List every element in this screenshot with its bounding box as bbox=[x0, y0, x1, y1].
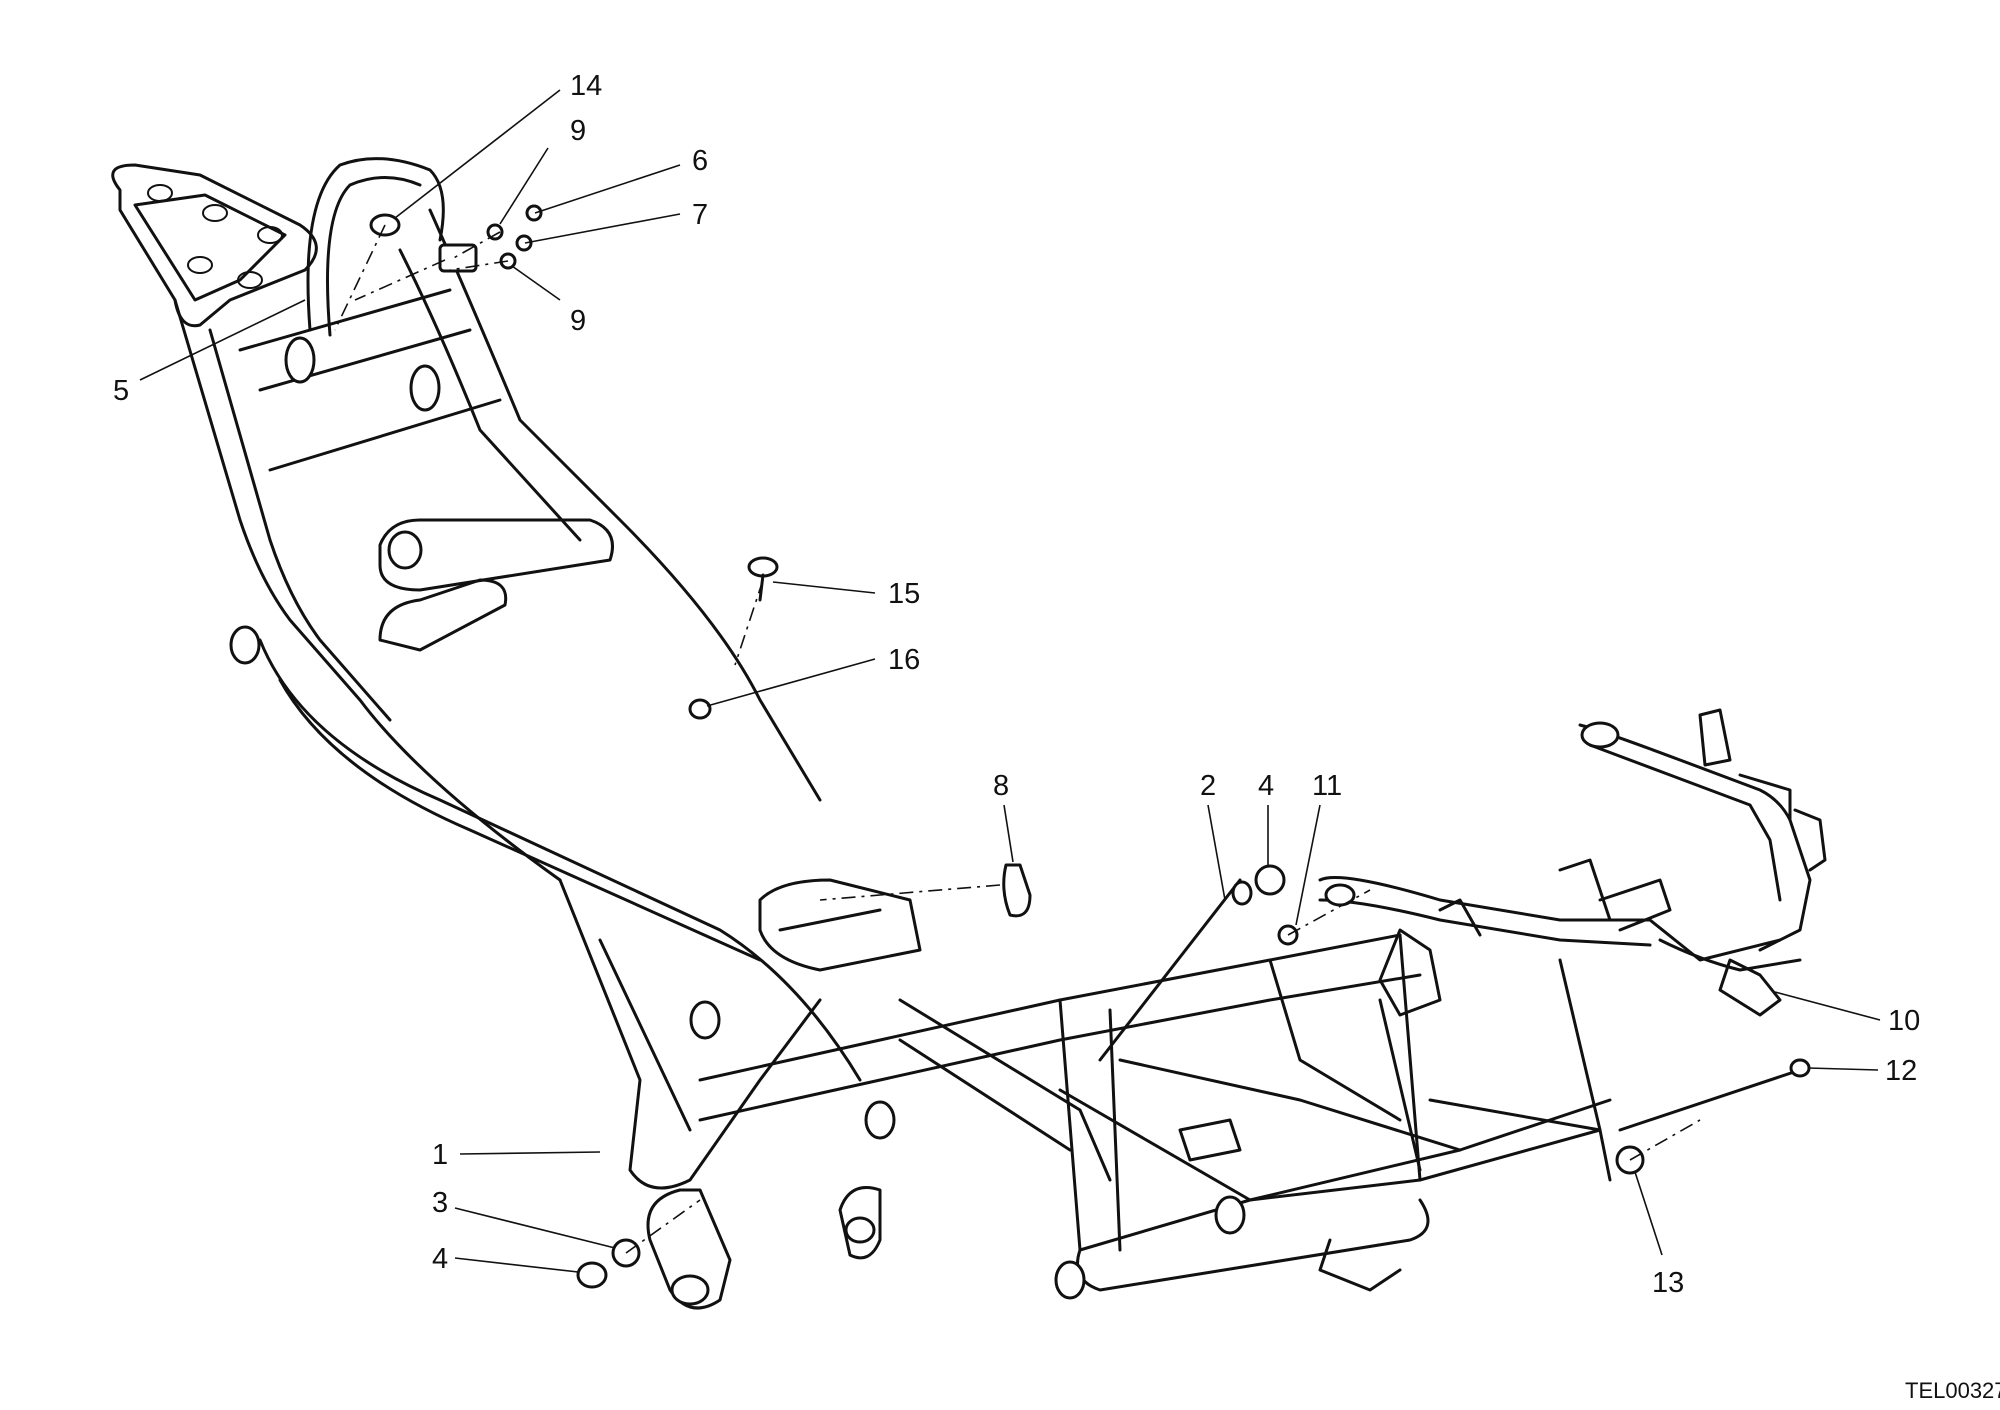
callout-9-top: 9 bbox=[570, 115, 586, 147]
callout-4-right: 4 bbox=[1258, 770, 1274, 802]
callout-10: 10 bbox=[1888, 1005, 1920, 1037]
callout-8: 8 bbox=[993, 770, 1009, 802]
callout-3: 3 bbox=[432, 1187, 448, 1219]
screw-6 bbox=[525, 204, 543, 222]
callout-14: 14 bbox=[570, 70, 602, 102]
callout-7: 7 bbox=[692, 199, 708, 231]
callout-13: 13 bbox=[1652, 1267, 1684, 1299]
callout-12: 12 bbox=[1885, 1055, 1917, 1087]
assembly-lines bbox=[334, 224, 1701, 1254]
rear-grab-rail bbox=[111, 157, 445, 337]
bolt-12-head bbox=[1789, 1058, 1811, 1078]
washer-9-top bbox=[486, 223, 504, 241]
callout-2: 2 bbox=[1200, 770, 1216, 802]
callout-11: 11 bbox=[1312, 770, 1342, 802]
drawing-code: TEL00327 bbox=[1905, 1378, 2000, 1403]
bolt-2-head bbox=[1231, 880, 1253, 906]
callout-9-bottom: 9 bbox=[570, 305, 586, 337]
callout-4-left: 4 bbox=[432, 1243, 448, 1275]
leader-lines bbox=[139, 89, 1881, 1273]
plug-8 bbox=[1002, 863, 1032, 918]
frame-drawing bbox=[111, 157, 1827, 1310]
bush-4-left bbox=[576, 1261, 608, 1289]
cap-15-stem bbox=[758, 573, 765, 602]
bolt-2 bbox=[1098, 878, 1242, 1062]
callout-labels: 14 9 6 7 9 5 15 16 8 2 4 11 10 12 1 3 4 … bbox=[113, 70, 2000, 1403]
callout-16: 16 bbox=[888, 644, 920, 676]
small-parts bbox=[369, 204, 1811, 1289]
callout-6: 6 bbox=[692, 145, 708, 177]
bush-4-right bbox=[1254, 864, 1286, 896]
screw-7 bbox=[515, 234, 533, 252]
bolt-12 bbox=[1618, 1068, 1802, 1132]
headlight-bracket bbox=[1318, 708, 1827, 1017]
callout-5: 5 bbox=[113, 375, 129, 407]
bracket-plate bbox=[438, 243, 478, 273]
callout-15: 15 bbox=[888, 578, 920, 610]
nut-16 bbox=[688, 698, 712, 720]
callout-1: 1 bbox=[432, 1139, 448, 1171]
rear-subframe bbox=[173, 208, 822, 882]
cap-15 bbox=[747, 556, 779, 578]
main-frame bbox=[258, 638, 1612, 1310]
